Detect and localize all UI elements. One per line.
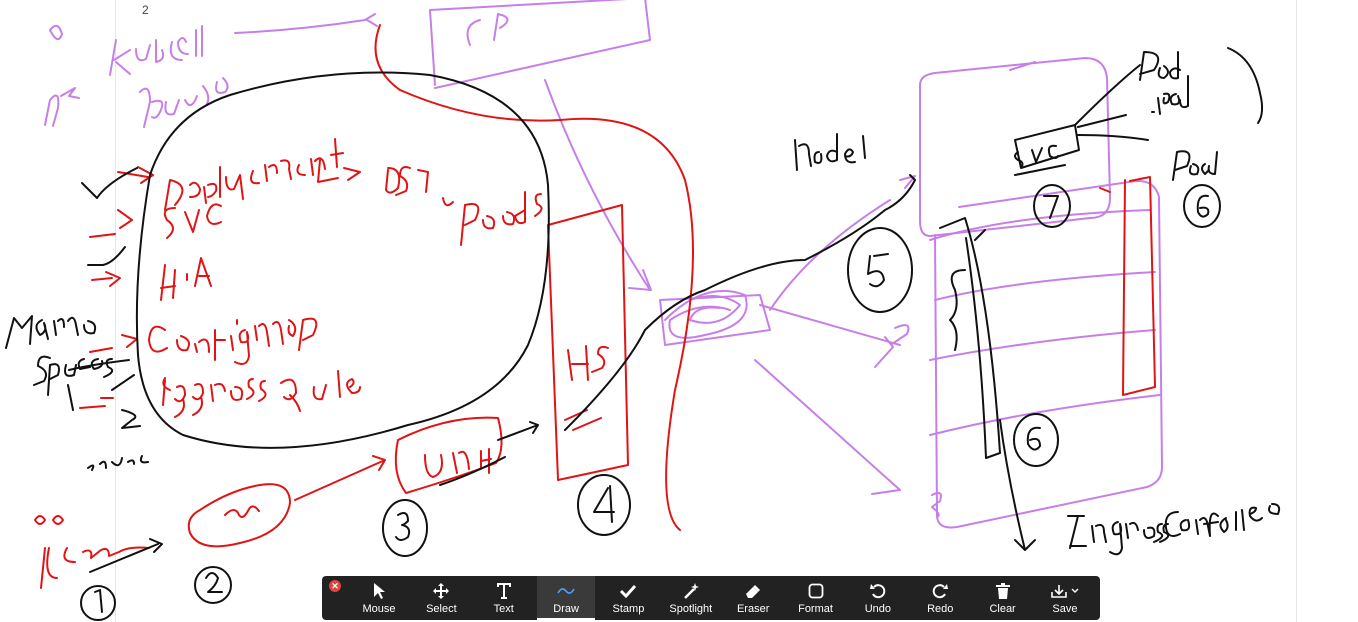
annotation-toolbar: ✕ Mouse Select Text Draw [322, 576, 1100, 620]
squiggle-icon [556, 581, 576, 601]
tool-spotlight[interactable]: Spotlight [662, 576, 720, 620]
purple-ink-strokes [44, 0, 1163, 529]
tool-eraser[interactable]: Eraser [724, 576, 782, 620]
red-ink-strokes [34, 24, 1156, 589]
move-icon [432, 581, 450, 601]
tool-stamp[interactable]: Stamp [599, 576, 657, 620]
eraser-icon [744, 581, 762, 601]
wand-icon [682, 581, 700, 601]
check-icon [619, 581, 637, 601]
tool-text[interactable]: Text [475, 576, 533, 620]
page-number: 2 [142, 3, 149, 17]
black-ink-strokes [5, 47, 1281, 621]
tool-save[interactable]: Save [1036, 576, 1094, 620]
tool-mouse[interactable]: Mouse [350, 576, 408, 620]
tool-redo[interactable]: Redo [911, 576, 969, 620]
trash-icon [995, 581, 1011, 601]
redo-icon [931, 581, 949, 601]
square-icon [808, 581, 824, 601]
close-annotation-icon[interactable]: ✕ [329, 580, 341, 592]
document-page [115, 0, 1297, 622]
tool-draw[interactable]: Draw [537, 576, 596, 620]
tool-clear[interactable]: Clear [974, 576, 1032, 620]
text-icon [496, 581, 512, 601]
download-icon [1050, 581, 1080, 601]
chevron-down-icon [1071, 588, 1079, 593]
tool-undo[interactable]: Undo [849, 576, 907, 620]
tool-select[interactable]: Select [412, 576, 470, 620]
cursor-icon [371, 581, 387, 601]
tool-format[interactable]: Format [787, 576, 845, 620]
undo-icon [869, 581, 887, 601]
